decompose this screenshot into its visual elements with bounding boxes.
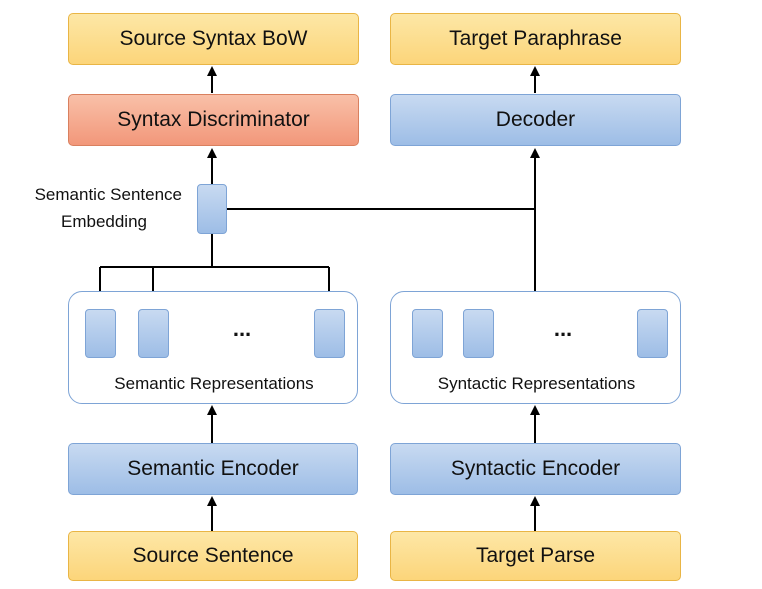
semantic-representations-label: Semantic Representations xyxy=(114,374,314,393)
syntactic-rep-ellipsis: ... xyxy=(553,316,573,341)
embedding-annotation: Semantic Sentence Embedding xyxy=(0,181,182,235)
syntactic-representations-group: ... Syntactic Representations xyxy=(390,291,681,404)
semantic-rep-cell xyxy=(85,309,116,358)
semantic-rep-cell xyxy=(138,309,169,358)
embedding-annotation-line2: Embedding xyxy=(60,212,147,231)
syntactic-rep-cell xyxy=(637,309,668,358)
semantic-encoder-box: Semantic Encoder xyxy=(68,443,358,495)
target-parse-box: Target Parse xyxy=(390,531,681,581)
semantic-representations-group: ... Semantic Representations xyxy=(68,291,358,404)
embedding-annotation-line1: Semantic Sentence xyxy=(34,185,182,204)
syntactic-encoder-box: Syntactic Encoder xyxy=(390,443,681,495)
syntactic-representations-label: Syntactic Representations xyxy=(437,374,636,393)
syntactic-rep-cell xyxy=(412,309,443,358)
syntax-discriminator-box: Syntax Discriminator xyxy=(68,94,359,146)
semantic-rep-ellipsis: ... xyxy=(232,316,252,341)
target-paraphrase-box: Target Paraphrase xyxy=(390,13,681,65)
semantic-rep-cell xyxy=(314,309,345,358)
source-syntax-bow-box: Source Syntax BoW xyxy=(68,13,359,65)
semantic-sentence-embedding-cell xyxy=(197,184,227,234)
decoder-box: Decoder xyxy=(390,94,681,146)
source-sentence-box: Source Sentence xyxy=(68,531,358,581)
syntactic-rep-cell xyxy=(463,309,494,358)
